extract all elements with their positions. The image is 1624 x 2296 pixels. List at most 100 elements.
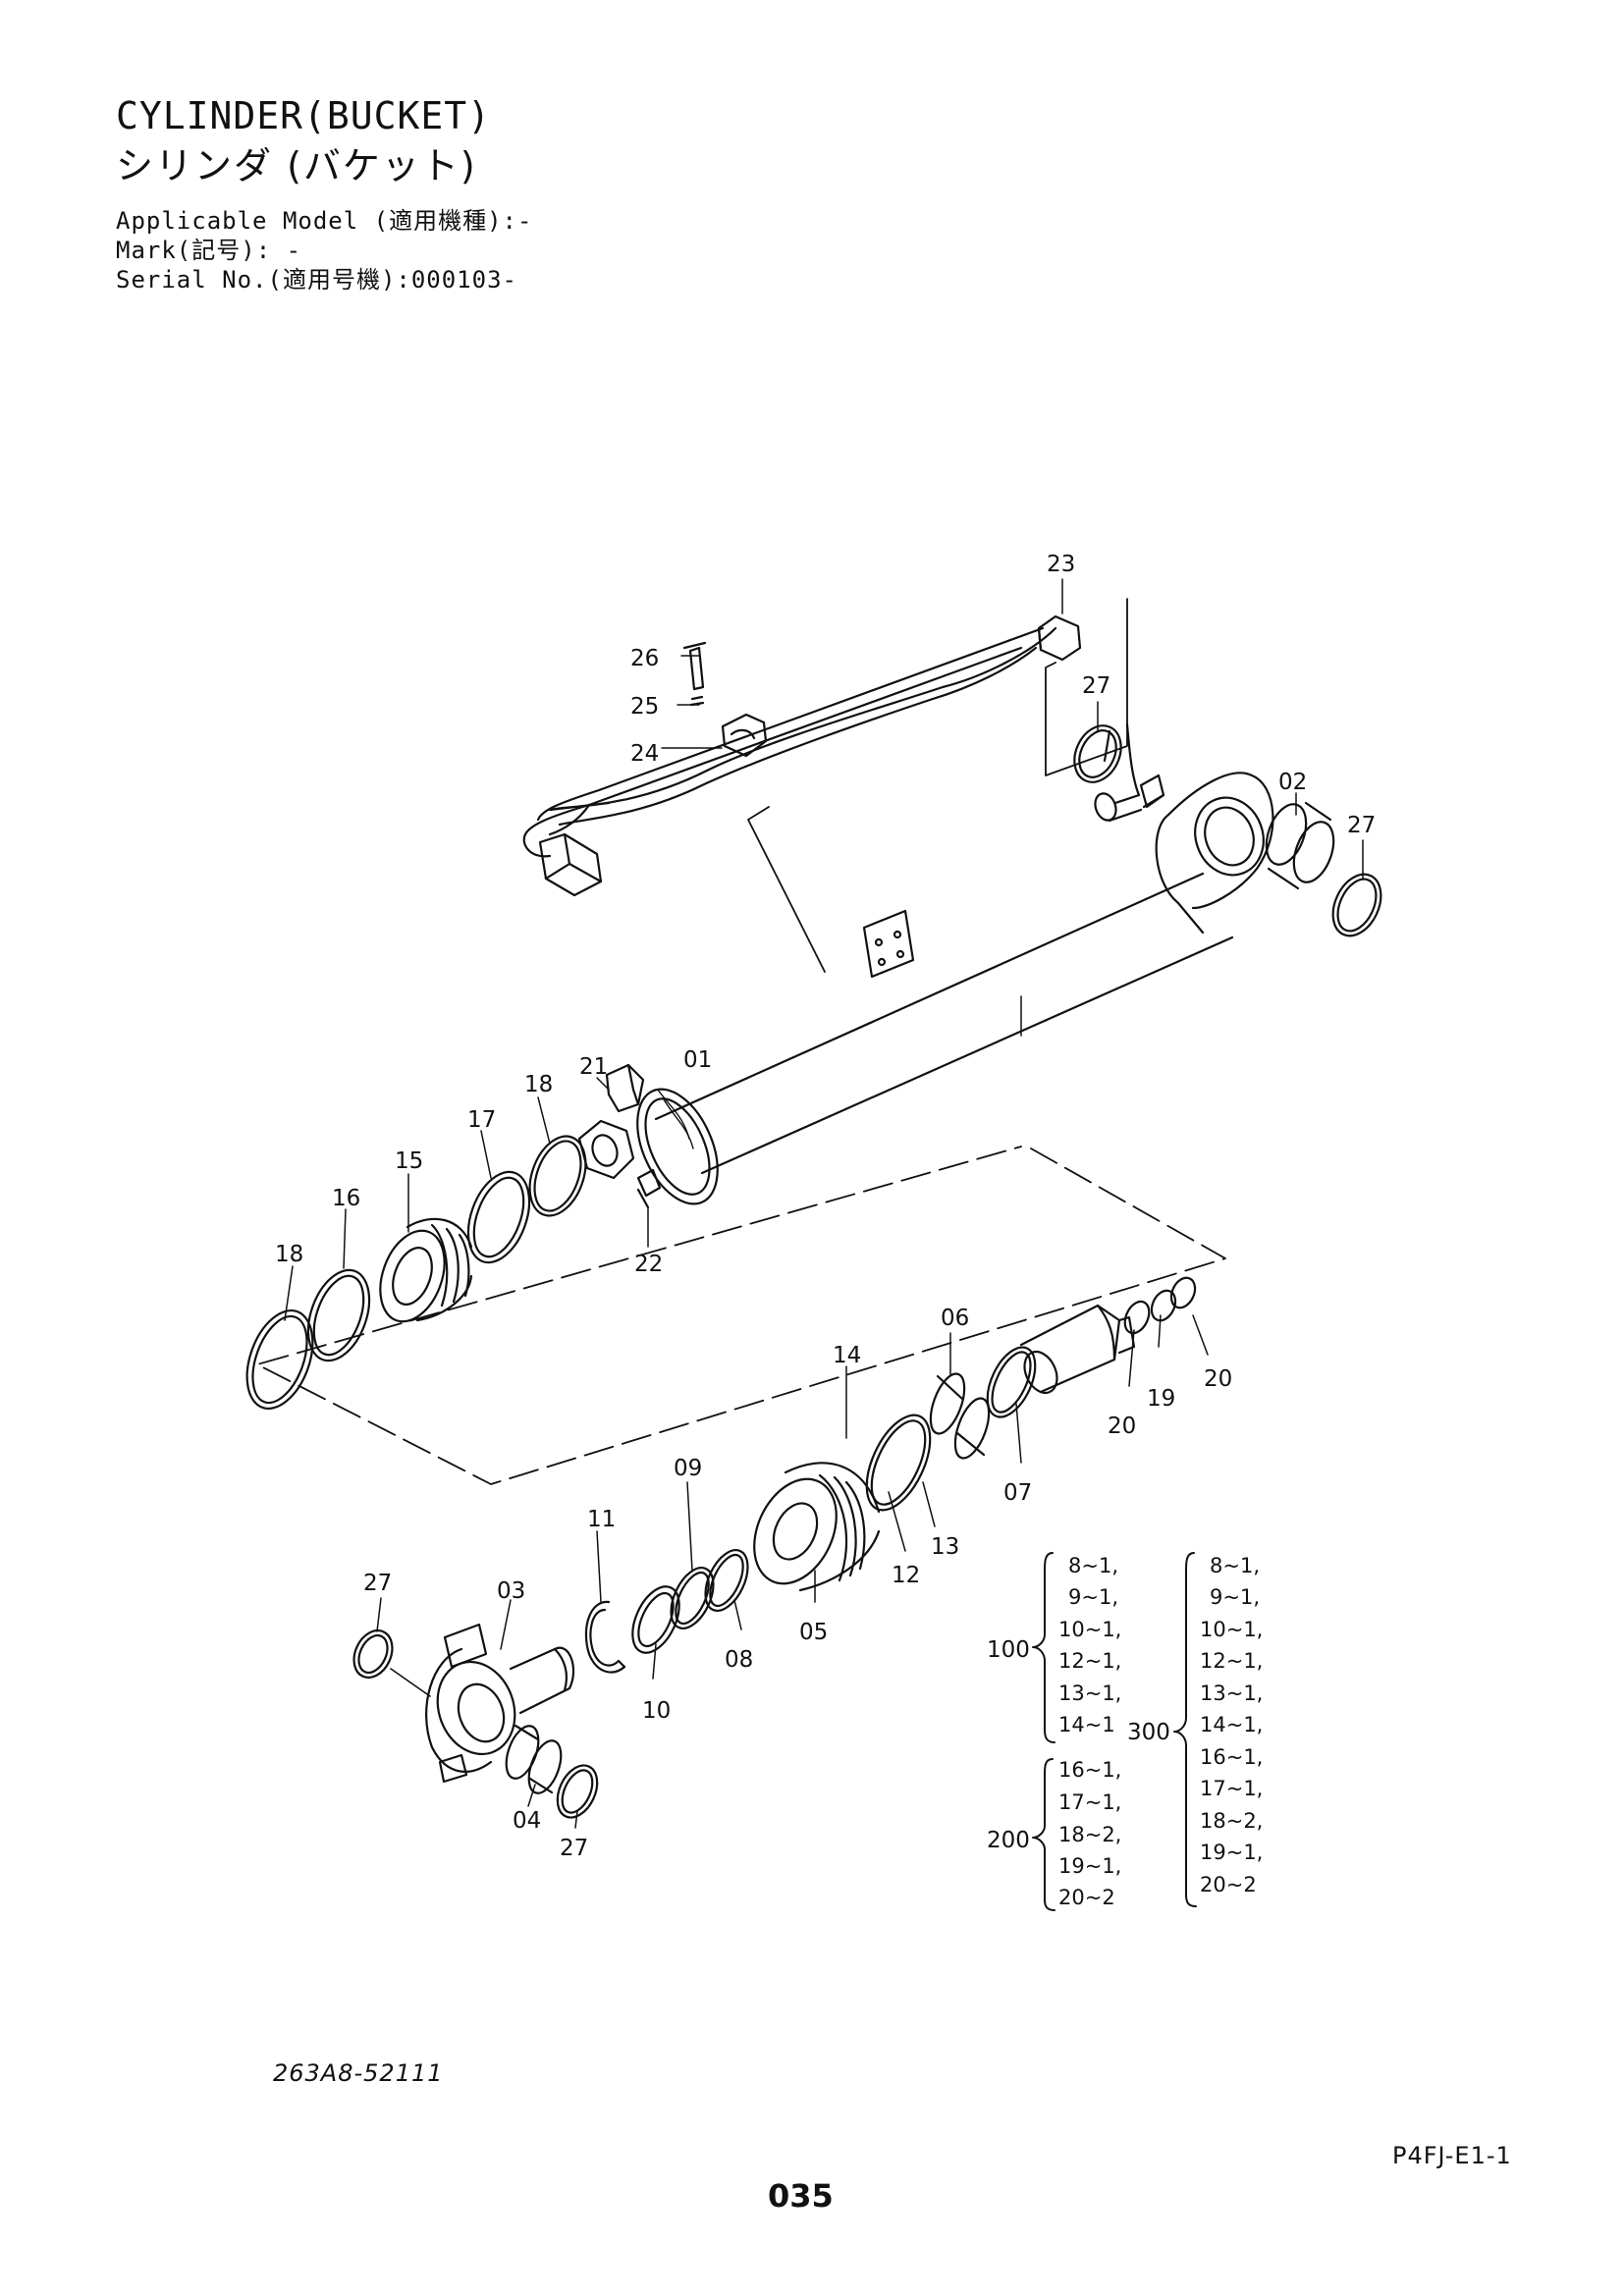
part-20-ring-b bbox=[1169, 1276, 1197, 1309]
svg-text:9~1,: 9~1, bbox=[1068, 1585, 1118, 1609]
callout-12: 12 bbox=[892, 1563, 920, 1588]
part-27-ring-lower-left bbox=[352, 1629, 394, 1680]
svg-text:16~1,: 16~1, bbox=[1200, 1745, 1263, 1769]
callout-20-right: 20 bbox=[1204, 1366, 1232, 1392]
seal-ring-27-top bbox=[1073, 724, 1122, 783]
callout-11: 11 bbox=[587, 1507, 616, 1532]
part-02-bushing bbox=[1265, 801, 1335, 890]
clamp-bracket bbox=[682, 641, 768, 758]
callout-04: 04 bbox=[513, 1808, 541, 1834]
svg-text:13~1,: 13~1, bbox=[1200, 1682, 1263, 1705]
part-07-ring bbox=[986, 1346, 1037, 1418]
part-20-ring-a bbox=[1123, 1300, 1151, 1335]
callout-05: 05 bbox=[799, 1620, 828, 1645]
mark-line: Mark(記号): - bbox=[116, 237, 302, 264]
part-10-ring bbox=[631, 1585, 680, 1654]
page-number: 035 bbox=[768, 2177, 834, 2215]
kit-300-number: 300 bbox=[1127, 1720, 1170, 1745]
title-en: CYLINDER(BUCKET) bbox=[116, 94, 492, 137]
part-19-ring bbox=[1150, 1289, 1177, 1322]
svg-text:12~1,: 12~1, bbox=[1200, 1649, 1263, 1673]
part-16-ring bbox=[306, 1268, 371, 1362]
callout-15: 15 bbox=[395, 1148, 423, 1174]
pipe-assembly bbox=[522, 614, 1141, 897]
callout-19: 19 bbox=[1147, 1386, 1175, 1412]
kit-100-items: 8~1, 9~1, 10~1, 12~1, 13~1, 14~1 bbox=[1058, 1554, 1121, 1736]
svg-text:20~2: 20~2 bbox=[1058, 1886, 1115, 1909]
applicable-model: Applicable Model (適用機種):- bbox=[116, 207, 533, 235]
part-21-nut bbox=[577, 1119, 635, 1180]
svg-text:13~1,: 13~1, bbox=[1058, 1682, 1121, 1705]
part-06-bushing bbox=[929, 1372, 991, 1460]
callout-27-lower-right: 27 bbox=[560, 1836, 588, 1861]
part-18-ring-upper bbox=[528, 1135, 587, 1217]
svg-text:17~1,: 17~1, bbox=[1200, 1777, 1263, 1800]
callout-27-right: 27 bbox=[1347, 813, 1376, 838]
svg-text:9~1,: 9~1, bbox=[1210, 1585, 1260, 1609]
kit-200-items: 16~1, 17~1, 18~2, 19~1, 20~2 bbox=[1058, 1758, 1121, 1909]
part-18-ring-lower bbox=[245, 1308, 314, 1411]
page-reference: P4FJ-E1-1 bbox=[1392, 2142, 1512, 2169]
callout-10: 10 bbox=[642, 1698, 671, 1724]
callout-09: 09 bbox=[674, 1456, 702, 1481]
svg-text:19~1,: 19~1, bbox=[1200, 1841, 1263, 1864]
kit-100-number: 100 bbox=[987, 1637, 1030, 1663]
part-15-piston bbox=[379, 1217, 473, 1323]
kit-braces bbox=[1032, 1552, 1197, 1911]
callout-18-upper: 18 bbox=[524, 1072, 553, 1097]
svg-text:12~1,: 12~1, bbox=[1058, 1649, 1121, 1673]
assembly-center-lines bbox=[256, 1146, 1226, 1485]
svg-text:17~1,: 17~1, bbox=[1058, 1790, 1121, 1814]
part-22-set-screw bbox=[636, 1168, 662, 1209]
callout-06: 06 bbox=[941, 1306, 969, 1331]
part-08-ring bbox=[704, 1549, 749, 1612]
callout-13: 13 bbox=[931, 1534, 959, 1560]
callout-25: 25 bbox=[630, 694, 659, 720]
svg-text:14~1: 14~1 bbox=[1058, 1713, 1115, 1736]
svg-text:10~1,: 10~1, bbox=[1058, 1618, 1121, 1641]
part-17-ring bbox=[466, 1170, 531, 1264]
callout-26: 26 bbox=[630, 646, 659, 671]
seal-ring-27-right bbox=[1331, 873, 1382, 937]
callout-01: 01 bbox=[683, 1047, 712, 1073]
callout-08: 08 bbox=[725, 1647, 753, 1673]
callout-14: 14 bbox=[833, 1343, 861, 1368]
svg-text:8~1,: 8~1, bbox=[1210, 1554, 1260, 1577]
svg-text:8~1,: 8~1, bbox=[1068, 1554, 1118, 1577]
callout-17: 17 bbox=[467, 1107, 496, 1133]
part-03-rod-eye bbox=[425, 1623, 574, 1784]
svg-text:18~2,: 18~2, bbox=[1200, 1809, 1263, 1833]
part-04-bushing bbox=[505, 1724, 563, 1794]
cylinder-tube bbox=[605, 772, 1274, 1205]
callout-24: 24 bbox=[630, 741, 659, 767]
kit-300-items: 8~1, 9~1, 10~1, 12~1, 13~1, 14~1, 16~1, … bbox=[1200, 1554, 1263, 1896]
part-27-ring-lower-right bbox=[556, 1764, 599, 1819]
callout-21: 21 bbox=[579, 1054, 608, 1080]
rod-end-part bbox=[1019, 1304, 1136, 1395]
svg-text:20~2: 20~2 bbox=[1200, 1873, 1257, 1896]
title-jp: シリンダ (バケット) bbox=[116, 144, 477, 187]
callout-03: 03 bbox=[497, 1578, 525, 1604]
leader-lines bbox=[284, 578, 1364, 1829]
callout-20-left: 20 bbox=[1108, 1414, 1136, 1439]
callout-02: 02 bbox=[1278, 770, 1307, 795]
svg-text:18~2,: 18~2, bbox=[1058, 1823, 1121, 1846]
part-11-snap-ring bbox=[584, 1600, 626, 1674]
drawing-number: 263A8-52111 bbox=[273, 2059, 444, 2087]
callout-27-lower-left: 27 bbox=[363, 1571, 392, 1596]
part-13-ring bbox=[865, 1414, 932, 1512]
callout-22: 22 bbox=[634, 1252, 663, 1277]
callout-18-lower: 18 bbox=[275, 1242, 303, 1267]
serial-number: Serial No.(適用号機):000103- bbox=[116, 266, 517, 294]
svg-text:14~1,: 14~1, bbox=[1200, 1713, 1263, 1736]
callout-27-top: 27 bbox=[1082, 673, 1110, 699]
svg-text:16~1,: 16~1, bbox=[1058, 1758, 1121, 1782]
callout-07: 07 bbox=[1003, 1480, 1032, 1506]
svg-text:19~1,: 19~1, bbox=[1058, 1854, 1121, 1878]
callout-23: 23 bbox=[1047, 552, 1075, 577]
svg-text:10~1,: 10~1, bbox=[1200, 1618, 1263, 1641]
part-05-rod-head bbox=[753, 1462, 881, 1592]
kit-200-number: 200 bbox=[987, 1828, 1030, 1853]
callout-16: 16 bbox=[332, 1186, 360, 1211]
